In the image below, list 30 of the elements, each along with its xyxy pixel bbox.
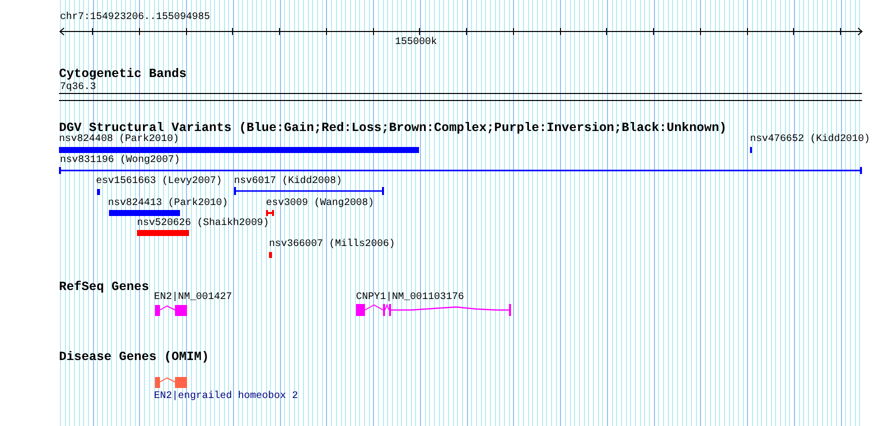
- feature-label: EN2|engrailed homeobox 2: [154, 391, 298, 402]
- feature-label: nsv520626 (Shaikh2009): [137, 218, 270, 229]
- feature-label: esv1561663 (Levy2007): [96, 176, 222, 187]
- track-title: Cytogenetic Bands: [59, 68, 187, 81]
- variant-span: [59, 167, 862, 174]
- variant-bar: [109, 210, 180, 216]
- feature-label: nsv6017 (Kidd2008): [234, 176, 342, 187]
- gene-model: [155, 305, 187, 316]
- feature-label: nsv476652 (Kidd2010): [750, 134, 870, 145]
- band-label: 7q36.3: [60, 82, 96, 93]
- variant-span: [234, 187, 384, 195]
- variant-bar: [137, 230, 189, 236]
- variant-bar: [97, 189, 100, 195]
- gene-model: [356, 304, 511, 316]
- variant-bar: [59, 147, 419, 153]
- gene-model: [155, 377, 187, 388]
- feature-label: EN2|NM_001427: [154, 292, 232, 303]
- variant-span: [266, 210, 274, 216]
- feature-label: nsv366007 (Mills2006): [269, 239, 396, 250]
- track-title: RefSeq Genes: [59, 281, 150, 294]
- feature-label: nsv831196 (Wong2007): [60, 155, 180, 166]
- feature-label: nsv824413 (Park2010): [108, 198, 228, 209]
- coordinate-label: chr7:154923206..155094985: [60, 12, 210, 23]
- feature-label: nsv824408 (Park2010): [59, 134, 180, 145]
- tick-label: 155000k: [395, 37, 438, 48]
- variant-bar: [269, 252, 272, 258]
- feature-label: CNPY1|NM_001103176: [356, 292, 464, 303]
- feature-label: esv3009 (Wang2008): [266, 198, 374, 209]
- track-title: Disease Genes (OMIM): [59, 351, 210, 364]
- track-title: DGV Structural Variants (Blue:Gain;Red:Loss;Brown:Complex;Purple:Inversion;Black:Unknown): [59, 122, 727, 135]
